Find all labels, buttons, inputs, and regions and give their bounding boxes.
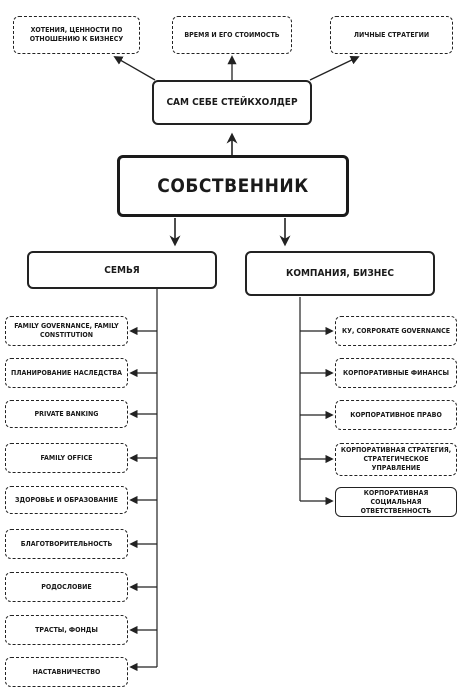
family-item-family-office: Family Office [5, 443, 128, 473]
stakeholder-label: Сам себе стейкхолдер [166, 96, 298, 108]
company-item-strategy: Корпоративная стратегия, стратегическое … [335, 443, 457, 476]
family-item-charity: Благотворительность [5, 529, 128, 559]
company-box: Компания, бизнес [245, 251, 435, 296]
company-item-finance: Корпоративные финансы [335, 358, 457, 388]
owner-label: Собственник [157, 175, 309, 197]
strategies-label: Личные стратегии [353, 30, 430, 39]
arrow-to-values [113, 56, 156, 81]
company-item-governance: КУ, Corporate Governance [335, 316, 457, 346]
family-item-trusts: Трасты, фонды [5, 615, 128, 645]
family-item-genealogy: Родословие [5, 572, 128, 602]
family-item-private-banking: Private Banking [5, 400, 128, 428]
family-item-health-education: Здоровье и образование [5, 486, 128, 514]
values-label: Хотения, ценности по отношению к бизнесу [29, 26, 124, 43]
time-label: Время и его стоимость [184, 30, 280, 39]
family-item-governance: Family Governance, Family Constitution [5, 316, 128, 346]
company-item-csr: Корпоративная социальная ответственность [335, 487, 457, 517]
company-label: Компания, бизнес [285, 268, 395, 279]
family-item-inheritance: Планирование наследства [5, 358, 128, 388]
arrow-to-strategies [309, 56, 360, 81]
strategies-box: Личные стратегии [330, 16, 453, 54]
owner-box: Собственник [117, 155, 349, 217]
stakeholder-box: Сам себе стейкхолдер [152, 80, 312, 125]
family-item-mentoring: Наставничество [5, 657, 128, 687]
family-box: Семья [27, 251, 217, 289]
time-box: Время и его стоимость [172, 16, 292, 54]
company-item-law: Корпоративное право [335, 400, 457, 430]
values-box: Хотения, ценности по отношению к бизнесу [13, 16, 140, 54]
family-label: Семья [104, 264, 140, 276]
